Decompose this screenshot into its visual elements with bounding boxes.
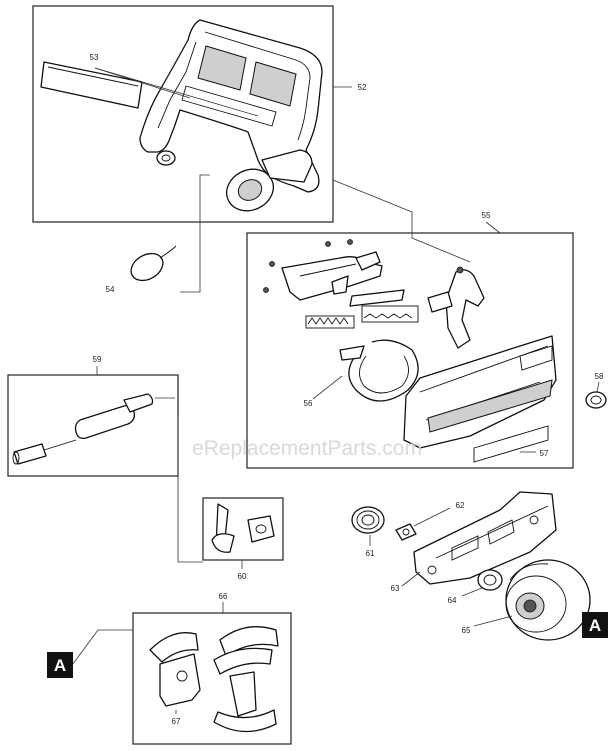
leader-64 <box>461 587 483 597</box>
leader-54 <box>180 174 210 293</box>
part-62-washer[interactable] <box>395 523 417 541</box>
part-63-plate[interactable] <box>413 491 557 585</box>
part-66-clutch-shoes[interactable] <box>149 626 279 733</box>
leader-65 <box>473 615 513 627</box>
watermark: eReplacementParts.com <box>192 437 422 460</box>
leader-58 <box>596 381 600 393</box>
box-brake-assembly <box>246 232 574 469</box>
leader-56 <box>312 375 343 400</box>
part-61-spring[interactable] <box>351 506 385 534</box>
leader-62 <box>413 507 451 527</box>
callout-64[interactable]: 64 <box>448 596 457 605</box>
leader-60-a <box>177 415 203 563</box>
leader-63 <box>401 571 421 587</box>
callout-60[interactable]: 60 <box>238 572 247 581</box>
leader-a-left <box>63 629 133 677</box>
part-65-clutch-drum[interactable] <box>505 559 591 641</box>
callout-61[interactable]: 61 <box>366 549 375 558</box>
marker-a-left-label: A <box>54 656 66 675</box>
callout-56[interactable]: 56 <box>304 399 313 408</box>
box-hand-guard <box>32 5 334 223</box>
part-52-hand-guard[interactable] <box>139 19 323 218</box>
callout-65[interactable]: 65 <box>462 626 471 635</box>
part-53-label-strip[interactable] <box>40 61 143 109</box>
part-55-brake-assembly[interactable] <box>263 239 557 463</box>
reference-marker-a-right: A <box>582 612 608 638</box>
part-60-clamp[interactable] <box>211 503 275 553</box>
callout-52[interactable]: 52 <box>358 83 367 92</box>
part-64-ring[interactable] <box>477 569 503 591</box>
marker-a-right-label: A <box>589 616 601 635</box>
callout-54[interactable]: 54 <box>106 285 115 294</box>
callout-55[interactable]: 55 <box>482 211 491 220</box>
callout-59[interactable]: 59 <box>93 355 102 364</box>
box-clamp <box>202 497 284 561</box>
callout-63[interactable]: 63 <box>391 584 400 593</box>
callout-58[interactable]: 58 <box>595 372 604 381</box>
leader-55-pin <box>411 237 471 263</box>
part-54-cover[interactable] <box>126 245 177 286</box>
callout-66[interactable]: 66 <box>219 592 228 601</box>
leader-55-in <box>332 179 413 238</box>
callout-57[interactable]: 57 <box>540 449 549 458</box>
leader-55 <box>485 221 501 234</box>
part-59-pin[interactable] <box>12 393 154 465</box>
part-58-nut[interactable] <box>585 391 607 409</box>
reference-marker-a-left: A <box>47 652 73 678</box>
box-clutch-shoes <box>132 612 292 745</box>
callout-53[interactable]: 53 <box>90 53 99 62</box>
callout-62[interactable]: 62 <box>456 501 465 510</box>
callout-67[interactable]: 67 <box>172 717 181 726</box>
leader-53-b <box>94 67 259 117</box>
